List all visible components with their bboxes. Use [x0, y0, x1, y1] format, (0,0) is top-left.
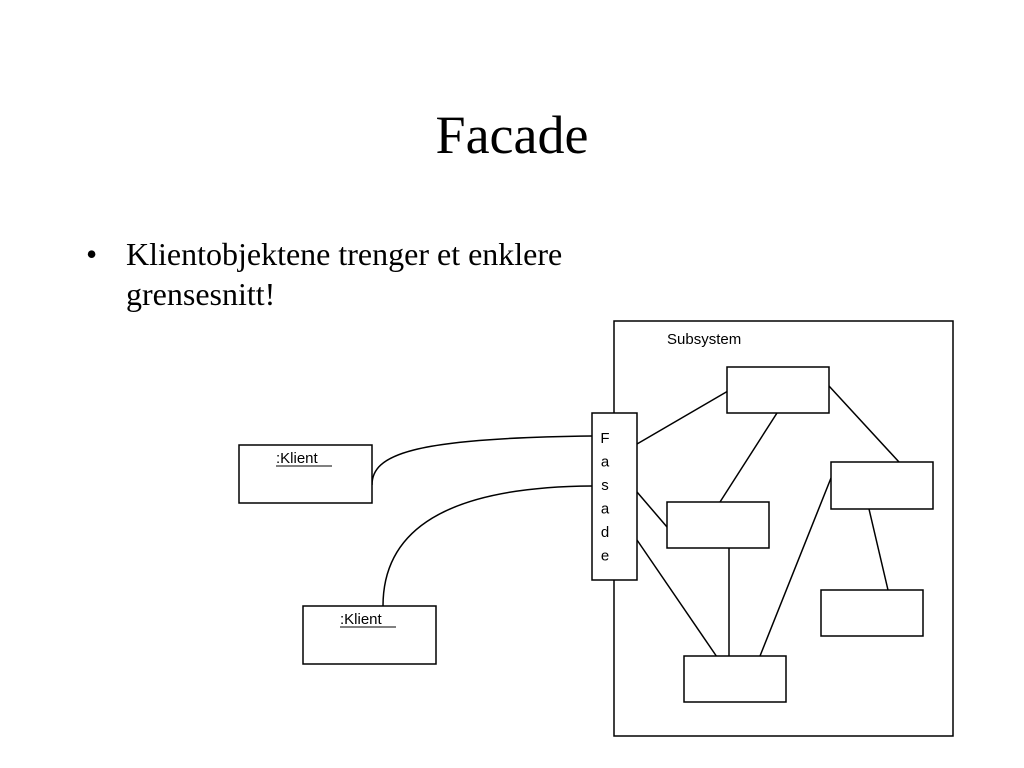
link-rightbox-lowrightbox	[868, 508, 889, 591]
link-client2-facade	[382, 485, 593, 607]
client-label-2: :Klient	[340, 611, 383, 628]
component-box-right	[830, 461, 934, 510]
link-client1-facade	[371, 435, 593, 486]
bullet-text: Klientobjektene trenger et enklere grens…	[126, 236, 563, 312]
slide-title: Facade	[435, 105, 589, 165]
component-box-top	[726, 366, 830, 414]
link-rightbox-bottombox	[759, 477, 832, 657]
facade-letter: F	[600, 430, 609, 447]
link-topbox-midbox	[719, 412, 778, 503]
facade-letter: s	[601, 477, 609, 494]
facade-box	[591, 412, 638, 581]
component-box-bottom	[683, 655, 787, 703]
client-box-2	[302, 605, 437, 665]
facade-letter: d	[601, 524, 609, 541]
bullet-point: • Klientobjektene trenger et enklere gre…	[86, 234, 586, 314]
facade-letter: e	[601, 548, 609, 565]
component-box-lower-right	[820, 589, 924, 637]
link-topbox-rightbox	[828, 385, 900, 463]
subsystem-label: Subsystem	[667, 331, 741, 348]
facade-letter: a	[601, 501, 610, 518]
client-label-1: :Klient	[276, 450, 319, 467]
component-box-middle	[666, 501, 770, 549]
bullet-marker: •	[86, 236, 98, 272]
link-facade-midbox	[636, 491, 668, 528]
link-facade-topbox	[636, 390, 729, 445]
client-box-1	[238, 444, 373, 504]
link-facade-bottombox	[636, 539, 718, 658]
facade-letter: a	[601, 454, 610, 471]
